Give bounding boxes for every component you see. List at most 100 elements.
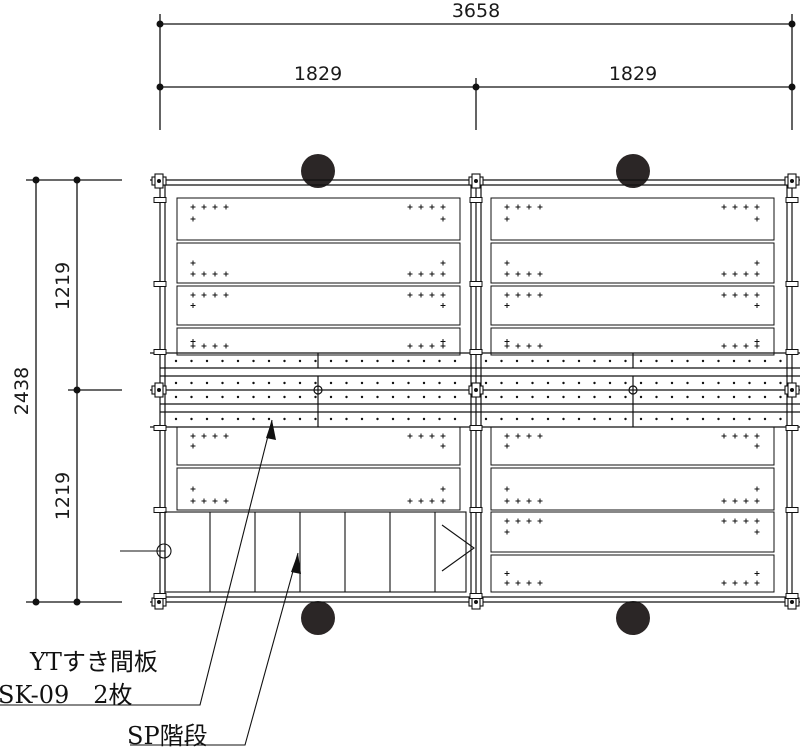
rivet-mark	[201, 498, 207, 504]
rivet-dot	[748, 359, 751, 363]
rivet-mark	[223, 433, 229, 439]
rivet-dot	[639, 417, 643, 421]
rivet-dot	[562, 417, 565, 421]
rivet-dot	[562, 359, 565, 363]
rivet-dot	[655, 359, 658, 363]
rivet-dot	[283, 395, 286, 399]
label-yt-gap-plate: YTすき間板	[29, 648, 158, 676]
rivet-mark	[515, 343, 521, 349]
rivet-dot	[779, 381, 782, 385]
side-bracket	[469, 281, 483, 287]
rivet-dot	[360, 395, 364, 399]
rivet-mark	[515, 433, 521, 439]
rivet-mark	[440, 443, 446, 449]
rivet-dot	[298, 395, 302, 399]
rivet-dot	[577, 359, 581, 363]
rivet-mark	[440, 339, 446, 344]
rivet-mark	[743, 204, 749, 210]
rivet-mark	[743, 518, 749, 524]
rivet-dot	[701, 359, 705, 363]
rivet-dot	[298, 417, 302, 421]
rivet-dot	[376, 395, 379, 399]
rivet-mark	[743, 433, 749, 439]
rivet-dot	[701, 417, 705, 421]
rivet-dot	[670, 417, 674, 421]
rivet-dot	[422, 359, 426, 363]
side-bracket	[785, 281, 799, 287]
rivet-dot	[531, 417, 534, 421]
rivet-dot	[639, 395, 643, 399]
rivet-mark	[732, 580, 738, 586]
rivet-mark	[504, 339, 510, 344]
leader-arrowheads	[266, 420, 301, 574]
rivet-mark	[201, 433, 207, 439]
rivet-dot	[562, 395, 565, 399]
rivet-dot	[407, 395, 410, 399]
rivet-dot	[329, 381, 333, 385]
leader-lines	[0, 419, 299, 746]
rivet-dot	[624, 359, 627, 363]
rivet-dot	[391, 417, 395, 421]
dimension-half-top: 1219	[52, 262, 74, 310]
rivet-dot	[190, 417, 193, 421]
rivet-dot	[236, 417, 240, 421]
rivet-dot	[190, 395, 193, 399]
side-bracket	[785, 349, 799, 355]
rivet-mark	[721, 498, 727, 504]
rivet-mark	[754, 339, 760, 344]
rivet-mark	[526, 292, 532, 298]
rivet-mark	[223, 292, 229, 298]
rivet-mark	[754, 486, 760, 492]
rivet-dot	[608, 395, 612, 399]
deck-plank	[490, 426, 775, 466]
rivet-marks	[174, 204, 782, 586]
rivet-dot	[484, 381, 488, 385]
rivet-mark	[754, 518, 760, 524]
rivet-mark	[407, 204, 413, 210]
rivet-dot	[329, 417, 333, 421]
rivet-mark	[440, 343, 446, 349]
stairs	[120, 511, 475, 593]
rivet-mark	[732, 518, 738, 524]
rivet-mark	[440, 292, 446, 298]
rivet-dot	[484, 395, 488, 399]
rivet-dot	[748, 381, 751, 385]
side-bracket	[785, 425, 799, 431]
clamp-fitting	[784, 382, 800, 398]
rivet-mark	[504, 580, 510, 586]
side-bracket	[469, 349, 483, 355]
rivet-mark	[754, 571, 760, 576]
rivet-dot	[546, 417, 550, 421]
rivet-mark	[418, 343, 424, 349]
rivet-mark	[754, 529, 760, 535]
rivet-mark	[407, 343, 413, 349]
rivet-mark	[732, 204, 738, 210]
deck-plank	[490, 242, 775, 284]
rivet-mark	[504, 443, 510, 449]
rivet-dot	[500, 417, 503, 421]
rivet-mark	[190, 204, 196, 210]
rivet-dot	[717, 395, 720, 399]
rivet-dot	[639, 359, 643, 363]
rivet-dot	[779, 395, 782, 399]
dimension-half-right: 1829	[609, 63, 657, 85]
rivet-mark	[504, 292, 510, 298]
rivet-mark	[407, 292, 413, 298]
rivet-dot	[314, 417, 317, 421]
rivet-mark	[743, 271, 749, 277]
rivet-mark	[743, 343, 749, 349]
rivet-dot	[515, 359, 519, 363]
rivet-dot	[236, 381, 240, 385]
deck-plank	[490, 467, 775, 511]
rivet-dot	[407, 359, 410, 363]
rivet-dot	[546, 395, 550, 399]
dimension-total-width: 3658	[452, 0, 500, 22]
rivet-dot	[593, 395, 596, 399]
rivet-mark	[429, 204, 435, 210]
rivet-mark	[407, 433, 413, 439]
rivet-dot	[748, 417, 751, 421]
rivet-mark	[190, 498, 196, 504]
rivet-dot	[655, 417, 658, 421]
deck-plank	[490, 327, 775, 356]
rivet-dot	[655, 395, 658, 399]
